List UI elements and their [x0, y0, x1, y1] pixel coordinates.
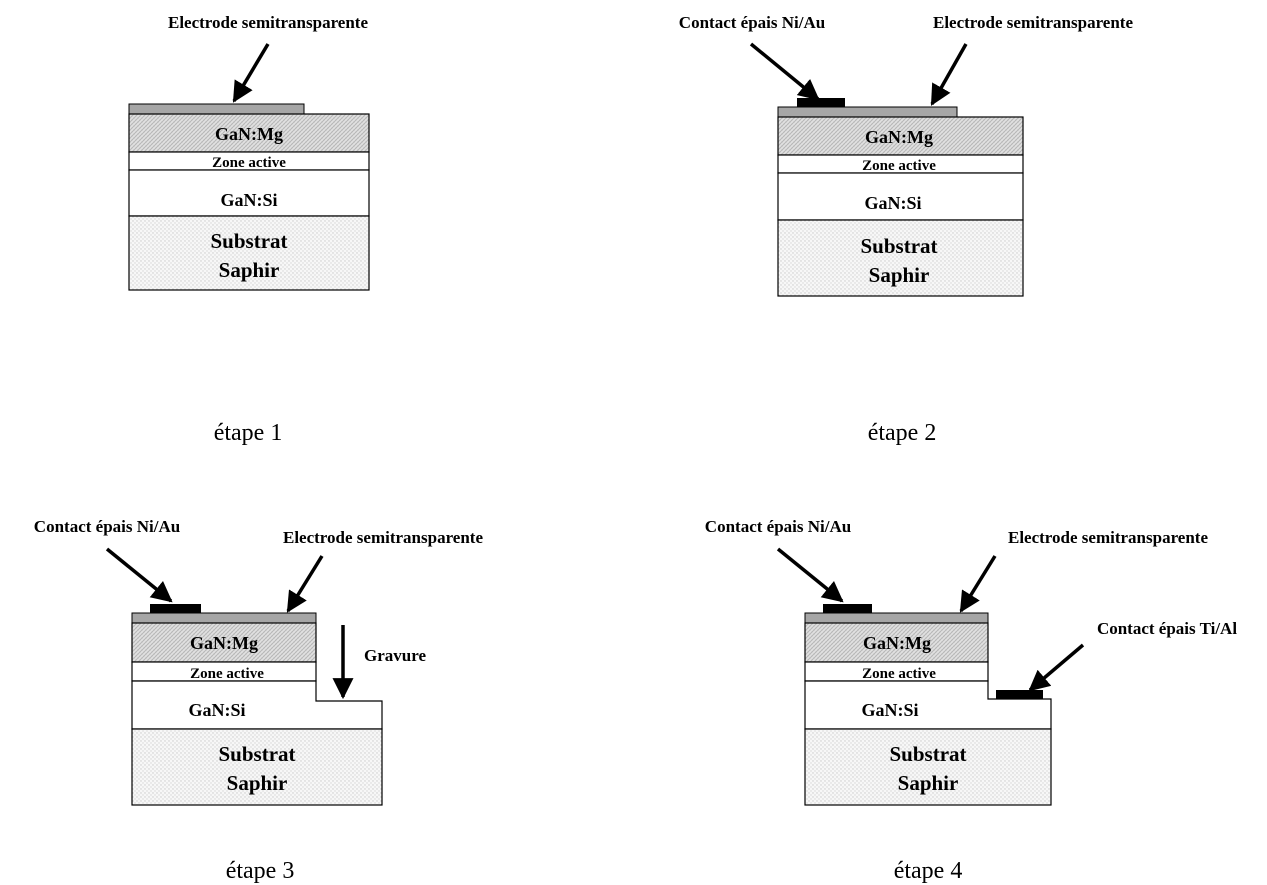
step-caption: étape 2 [868, 420, 937, 446]
contact-arrow [105, 547, 173, 603]
diagram-step-3: Contact épais Ni/Au Electrode semitransp… [34, 517, 484, 884]
substrate-label-line1: Substrat [218, 742, 295, 766]
electrode-arrow [930, 43, 968, 106]
contact-ni-au-label: Contact épais Ni/Au [679, 13, 825, 32]
gan-si-label: GaN:Si [864, 193, 921, 213]
gan-si-layer [804, 680, 1052, 730]
electrode-label: Electrode semitransparente [168, 13, 368, 32]
gan-si-label: GaN:Si [188, 700, 245, 720]
diagram-step-1: Electrode semitransparente GaN:Mg Zone a… [128, 13, 370, 446]
electrode-arrow [286, 555, 324, 613]
step-caption: étape 4 [894, 858, 963, 884]
electrode-layer [131, 612, 317, 624]
gan-mg-layer [128, 113, 370, 153]
contact-ti-al-arrow [1028, 643, 1085, 692]
contact-ni-au-label: Contact épais Ni/Au [705, 517, 851, 536]
substrate-label-line2: Saphir [898, 771, 959, 795]
substrate-layer [777, 219, 1024, 297]
substrate-layer [804, 728, 1052, 806]
gan-si-layer [777, 172, 1024, 221]
electrode-arrow [232, 43, 270, 103]
substrate-layer [131, 728, 383, 806]
gan-mg-layer [131, 622, 317, 663]
contact-arrow [749, 42, 820, 101]
active-zone-label: Zone active [190, 666, 264, 682]
substrate-label-line1: Substrat [889, 742, 966, 766]
electrode-label: Electrode semitransparente [1008, 528, 1208, 547]
step-caption: étape 1 [214, 420, 283, 446]
contact-ti-al [996, 690, 1043, 699]
gan-si-layer [128, 169, 370, 217]
active-zone-label: Zone active [212, 155, 286, 171]
etch-label: Gravure [364, 646, 426, 665]
substrate-label-line2: Saphir [869, 263, 930, 287]
active-zone-label: Zone active [862, 666, 936, 682]
step-caption: étape 3 [226, 858, 295, 884]
diagram-step-2: Contact épais Ni/Au Electrode semitransp… [679, 13, 1134, 446]
electrode-label: Electrode semitransparente [283, 528, 483, 547]
electrode-label: Electrode semitransparente [933, 13, 1133, 32]
gan-si-label: GaN:Si [861, 700, 918, 720]
contact-ni-au [150, 604, 201, 613]
diagram-step-4: Contact épais Ni/Au Electrode semitransp… [705, 517, 1238, 884]
substrate-label-line1: Substrat [860, 234, 937, 258]
gan-mg-label: GaN:Mg [863, 633, 931, 653]
gan-mg-label: GaN:Mg [865, 127, 933, 147]
substrate-label-line2: Saphir [227, 771, 288, 795]
gan-mg-label: GaN:Mg [190, 633, 258, 653]
gan-mg-label: GaN:Mg [215, 124, 283, 144]
electrode-layer [804, 612, 989, 624]
electrode-layer [777, 106, 958, 118]
contact-ti-al-label: Contact épais Ti/Al [1097, 619, 1237, 638]
contact-ni-au-label: Contact épais Ni/Au [34, 517, 180, 536]
electrode-layer [128, 103, 305, 115]
electrode-arrow [959, 555, 997, 613]
substrate-label-line2: Saphir [219, 258, 280, 282]
gan-si-label: GaN:Si [220, 190, 277, 210]
contact-ni-au [797, 98, 845, 107]
substrate-layer [128, 215, 370, 291]
substrate-label-line1: Substrat [210, 229, 287, 253]
contact-ni-au [823, 604, 872, 613]
gan-mg-layer [804, 622, 989, 663]
active-zone-label: Zone active [862, 158, 936, 174]
contact-arrow [776, 547, 844, 603]
